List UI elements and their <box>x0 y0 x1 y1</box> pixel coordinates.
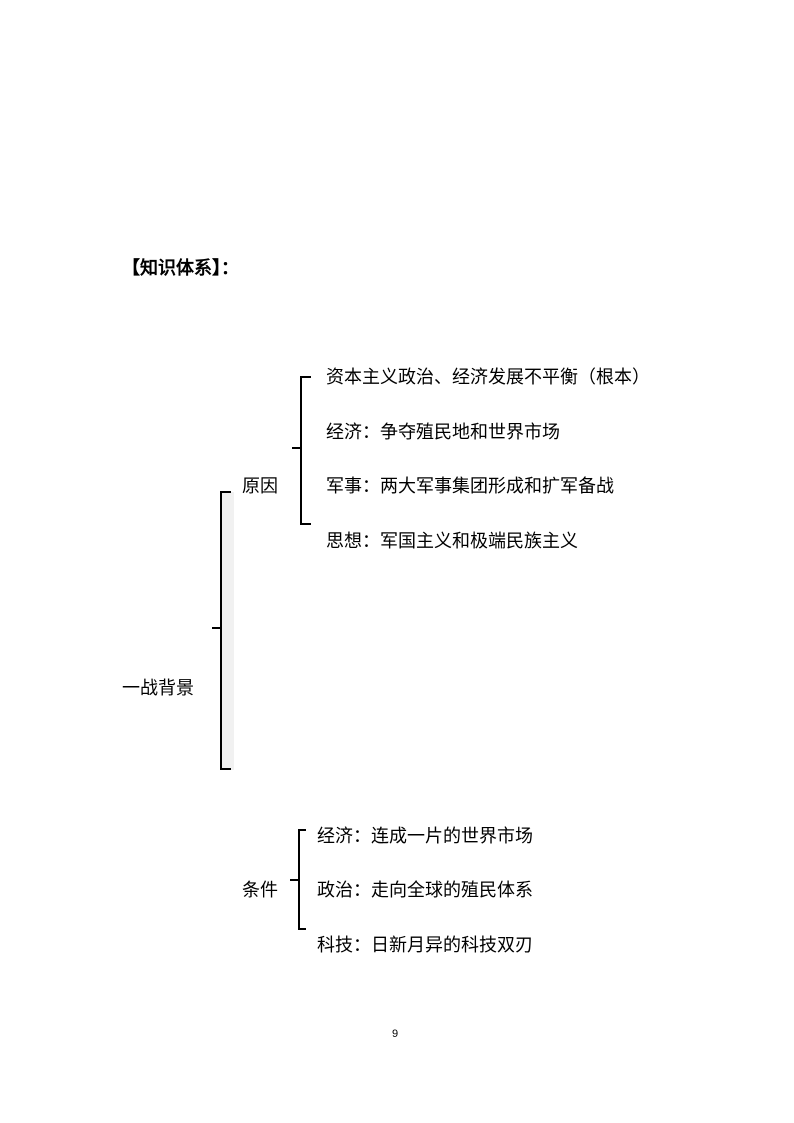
cause-item: 资本主义政治、经济发展不平衡（根本） <box>326 367 650 388</box>
cause-item: 军事：两大军事集团形成和扩军备战 <box>326 476 614 497</box>
root-brace-shade <box>222 492 234 770</box>
causes-label: 原因 <box>242 476 278 497</box>
cause-item: 思想：军国主义和极端民族主义 <box>326 531 578 552</box>
condition-item: 政治：走向全球的殖民体系 <box>317 880 533 901</box>
cause-item: 经济：争夺殖民地和世界市场 <box>326 422 560 443</box>
root-label: 一战背景 <box>122 678 194 699</box>
condition-item: 科技：日新月异的科技双刃 <box>317 935 533 956</box>
root-brace <box>212 491 231 770</box>
page-number: 9 <box>392 1028 399 1040</box>
condition-item: 经济：连成一片的世界市场 <box>317 826 533 847</box>
section-heading: 【知识体系】： <box>122 258 239 279</box>
conditions-label: 条件 <box>242 880 278 901</box>
conditions-brace <box>290 829 306 930</box>
causes-brace <box>292 376 311 525</box>
